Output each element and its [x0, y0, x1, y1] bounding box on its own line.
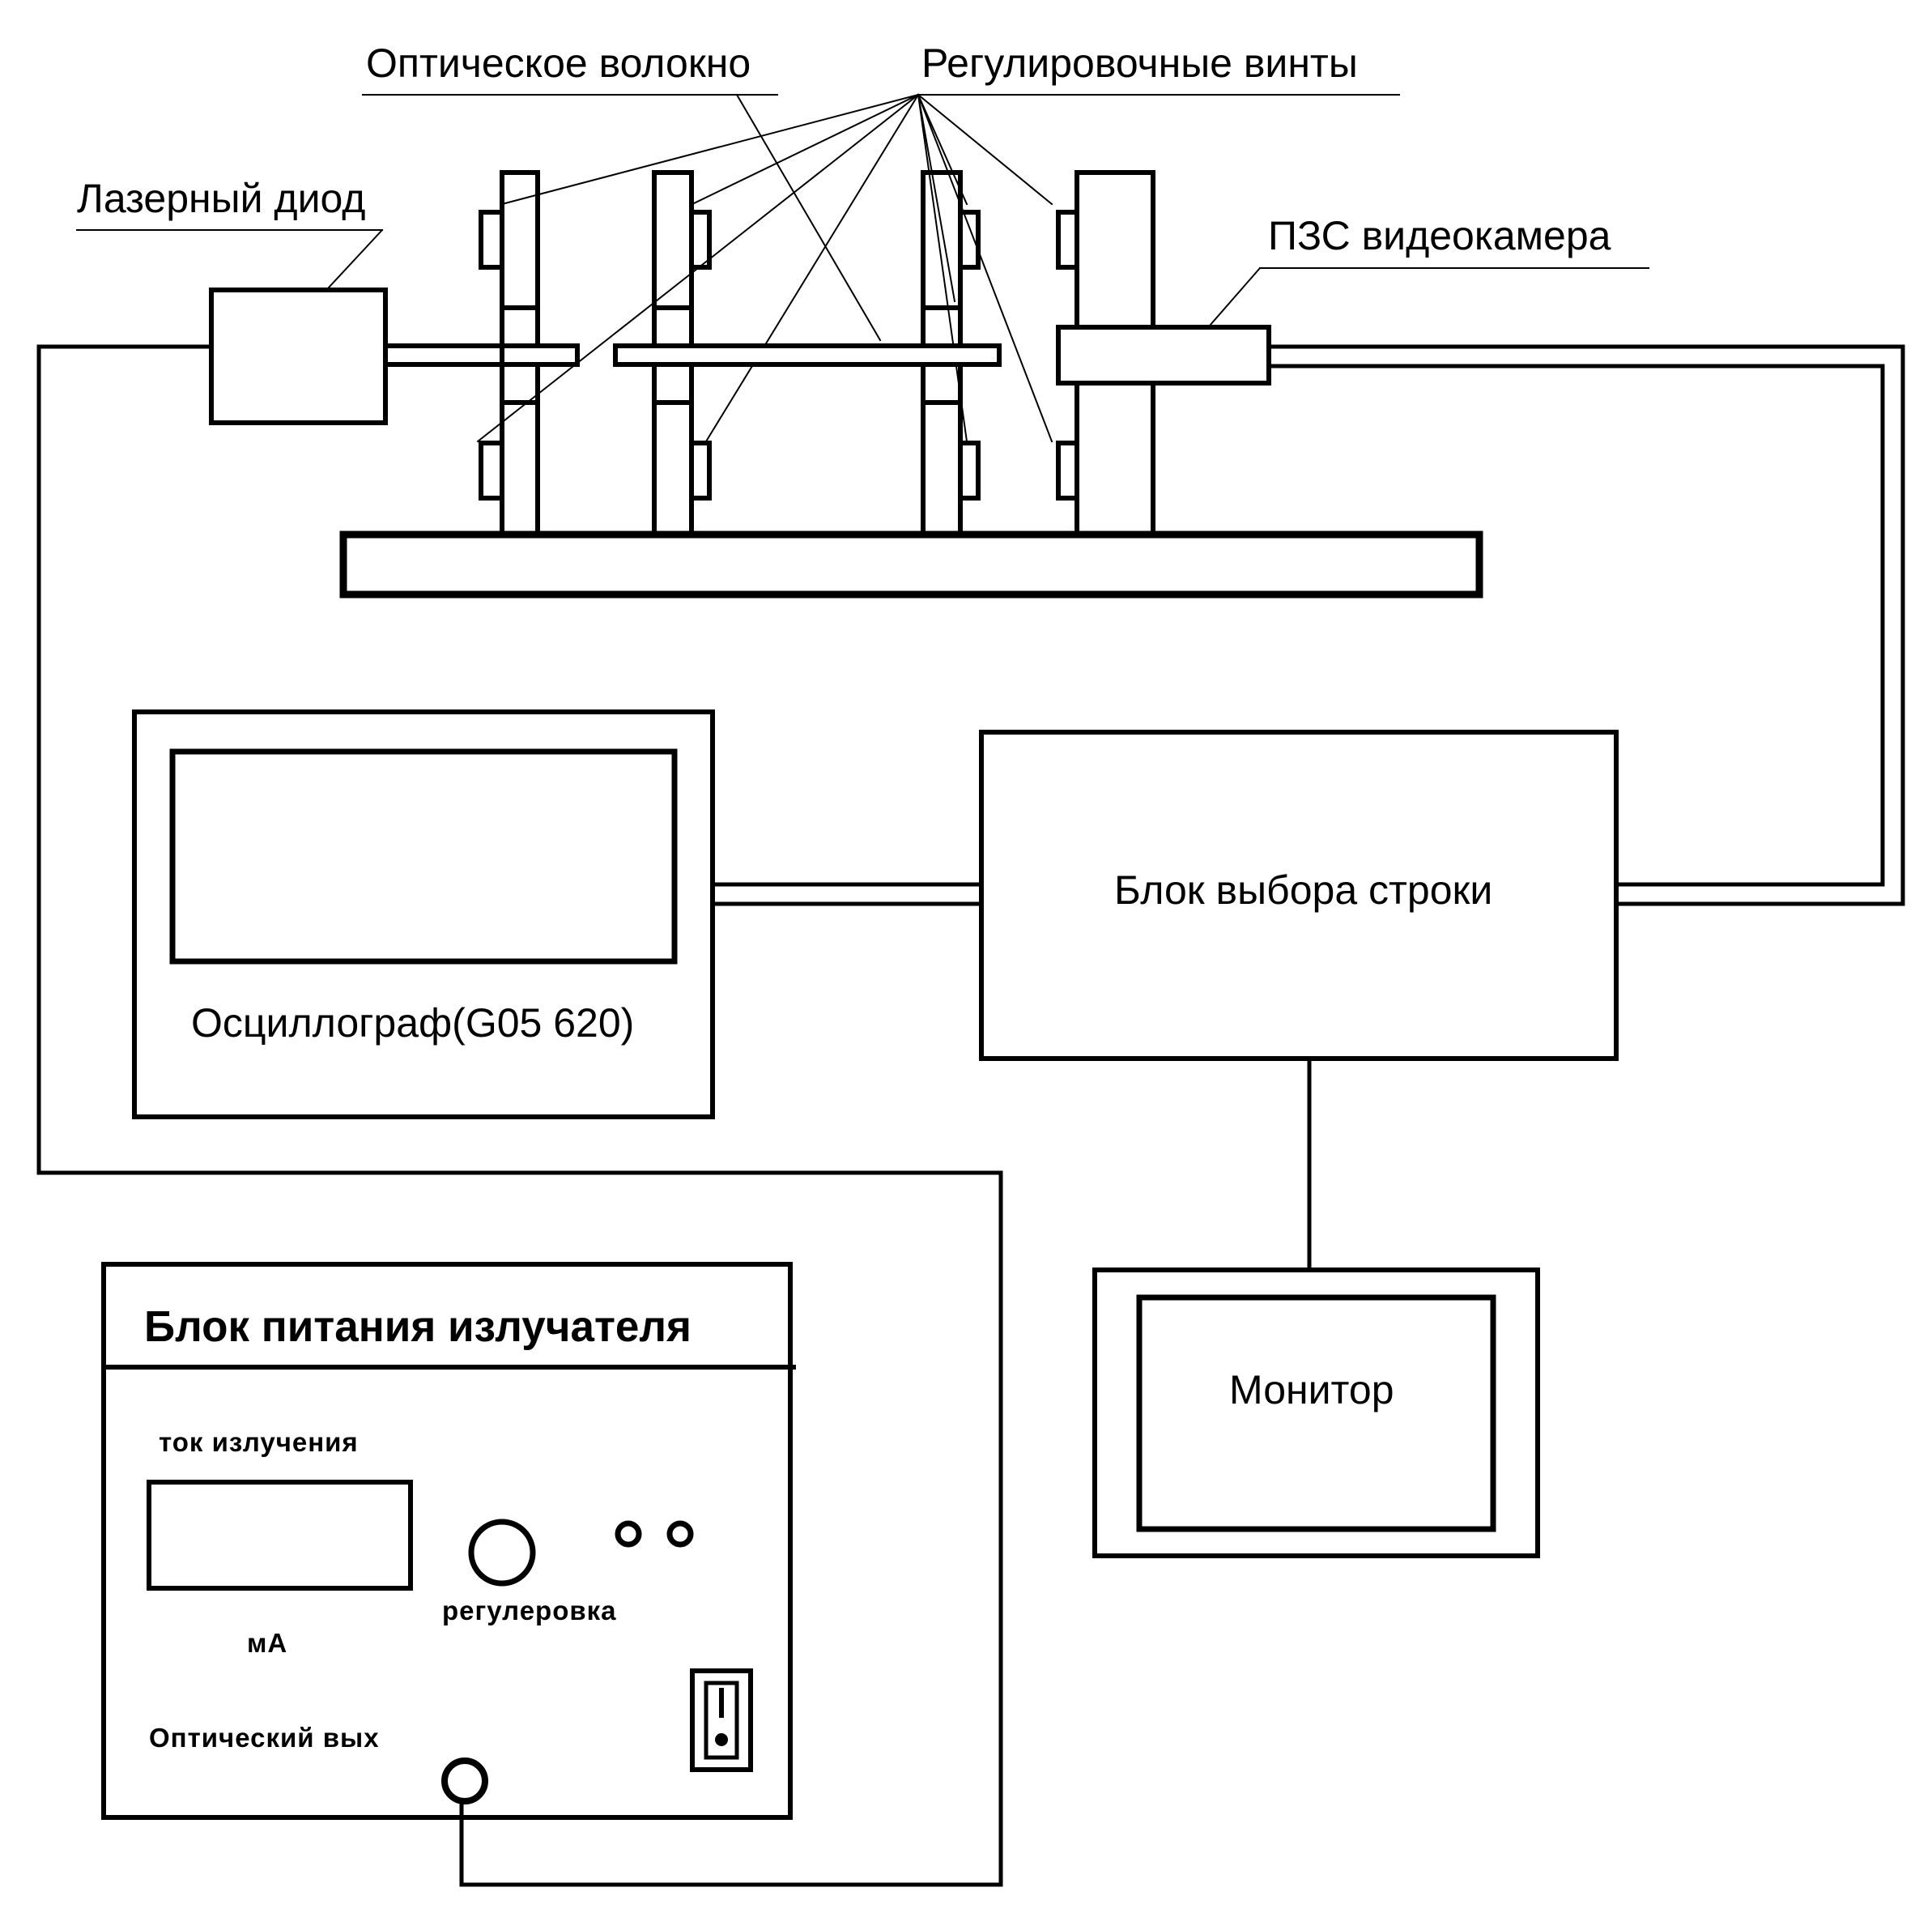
- label-underlines: [76, 94, 1649, 269]
- optical-output-icon: [441, 1757, 488, 1804]
- monitor: [1092, 1268, 1540, 1558]
- indicator-icon: [666, 1520, 694, 1548]
- screw: [479, 210, 504, 270]
- oscilloscope-screen: [169, 748, 678, 965]
- unit-label: мА: [247, 1628, 287, 1658]
- laser-diode: [209, 288, 388, 425]
- power-supply-title: Блок питания излучателя: [144, 1302, 692, 1351]
- current-label: ток излучения: [159, 1427, 359, 1457]
- row-select-label: Блок выбора строки: [1114, 867, 1492, 913]
- power-supply: [101, 1262, 796, 1820]
- optical-bench: [339, 170, 1483, 599]
- oscilloscope-label: Осциллограф(G05 620): [191, 1000, 634, 1046]
- monitor-screen: [1136, 1294, 1496, 1532]
- optical-fiber: [383, 343, 1002, 367]
- screw: [1056, 441, 1079, 501]
- screws-label: Регулировочные винты: [921, 40, 1358, 86]
- bench-base: [339, 530, 1483, 599]
- switch-icon: [690, 1668, 753, 1772]
- screw: [689, 210, 712, 270]
- ccd-camera: [1056, 325, 1271, 386]
- optical-out-label: Оптический вых: [149, 1723, 380, 1753]
- adjust-label: регулеровка: [442, 1596, 617, 1625]
- laser-diode-label: Лазерный диод: [77, 176, 365, 221]
- cable-laser-power: [36, 344, 1003, 1887]
- current-display: [147, 1480, 413, 1591]
- adjust-knob-icon: [468, 1519, 536, 1587]
- cables: [36, 343, 1905, 1887]
- screw: [479, 441, 504, 501]
- ccd-camera-label: ПЗС видеокамера: [1268, 213, 1611, 258]
- oscilloscope: [132, 709, 715, 1119]
- indicator-icon: [615, 1520, 642, 1548]
- fiber-label: Оптическое волокно: [366, 40, 751, 86]
- laser-diode-leader: [327, 228, 384, 289]
- monitor-label: Монитор: [1229, 1367, 1394, 1412]
- screw: [1056, 210, 1079, 270]
- screw: [689, 441, 712, 501]
- row-select-block: [979, 730, 1619, 1061]
- screw: [958, 210, 981, 270]
- screw: [958, 441, 981, 501]
- ccd-camera-leader: [1208, 266, 1262, 327]
